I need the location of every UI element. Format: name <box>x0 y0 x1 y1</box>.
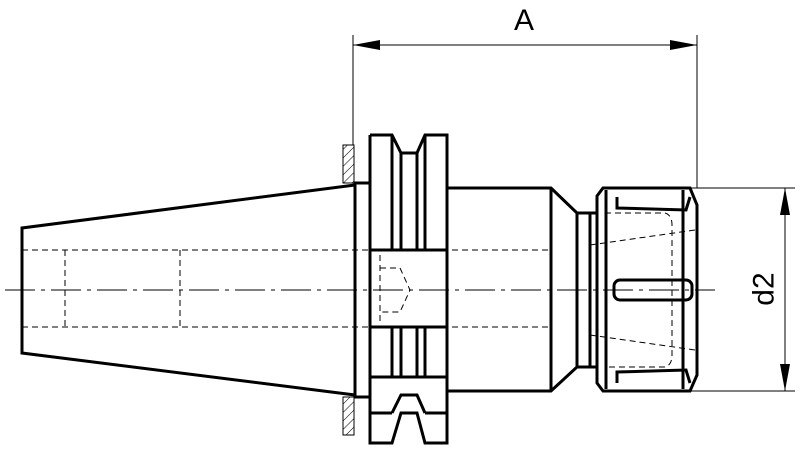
dimension-d2 <box>690 187 795 392</box>
collet-nut <box>589 186 699 393</box>
inner-bore-hidden <box>22 249 551 328</box>
dimension-a <box>352 35 698 188</box>
dimension-label-a: A <box>514 4 535 37</box>
dimension-label-d2: d2 <box>747 272 781 306</box>
flange <box>368 133 449 445</box>
